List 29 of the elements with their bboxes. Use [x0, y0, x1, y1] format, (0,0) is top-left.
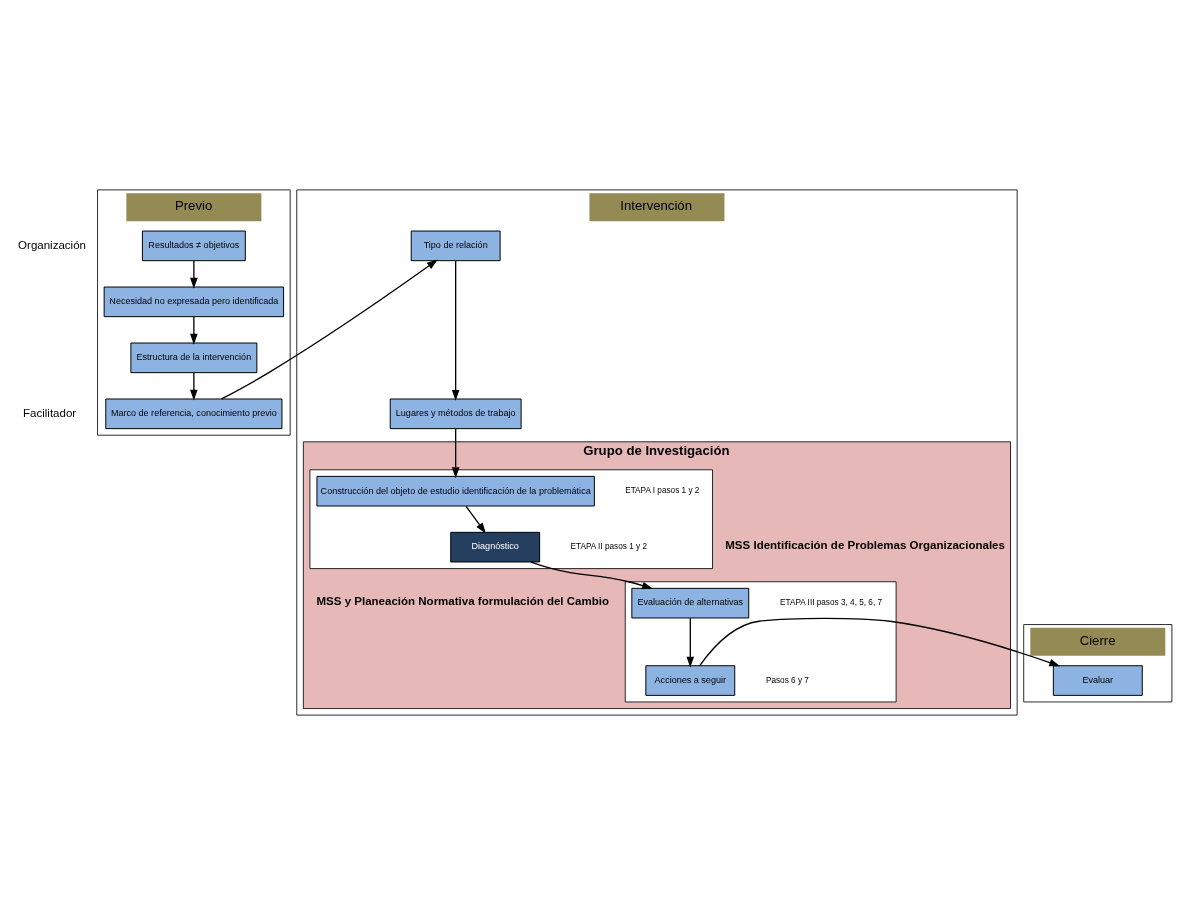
- arrow: [465, 505, 486, 534]
- node-box: Construcción del objeto de estudio identificación de la problemática: [316, 475, 595, 507]
- label: Organización: [18, 238, 86, 251]
- label: MSS Identificación de Problemas Organizacionales: [725, 539, 1005, 552]
- arrow: [451, 260, 460, 401]
- node-box: Necesidad no expresada pero identificada: [103, 286, 285, 318]
- arrow: [530, 561, 653, 590]
- arrow: [190, 316, 198, 345]
- node-box: Estructura de la intervención: [130, 342, 258, 374]
- node-box: Acciones a seguir: [645, 665, 736, 696]
- arrow: [686, 617, 695, 668]
- label: Facilitador: [23, 406, 77, 419]
- node-label: ETAPA II pasos 1 y 2: [570, 542, 648, 552]
- label: MSS y Planeación Normativa formulación del Cambio: [316, 595, 609, 608]
- node-box: Diagnóstico: [450, 531, 541, 563]
- node-label: Pasos 6 y 7: [765, 675, 809, 685]
- node-box: Evaluación de alternativas: [631, 587, 750, 619]
- node-label: ETAPA III pasos 3, 4, 5, 6, 7: [780, 598, 883, 608]
- arrow: [451, 428, 460, 479]
- arrow: [699, 617, 1061, 667]
- node-label: ETAPA I pasos 1 y 2: [625, 486, 700, 496]
- node-box: Marco de referencia, conocimiento previo: [105, 398, 283, 430]
- arrow: [220, 259, 438, 400]
- node-box: Tipo de relación: [410, 230, 501, 262]
- node-box: Lugares y métodos de trabajo: [389, 398, 522, 430]
- arrow: [190, 372, 198, 401]
- arrow: [190, 260, 198, 289]
- node-box: Resultados ≠ objetivos: [141, 230, 246, 262]
- node-box: Evaluar: [1052, 665, 1143, 696]
